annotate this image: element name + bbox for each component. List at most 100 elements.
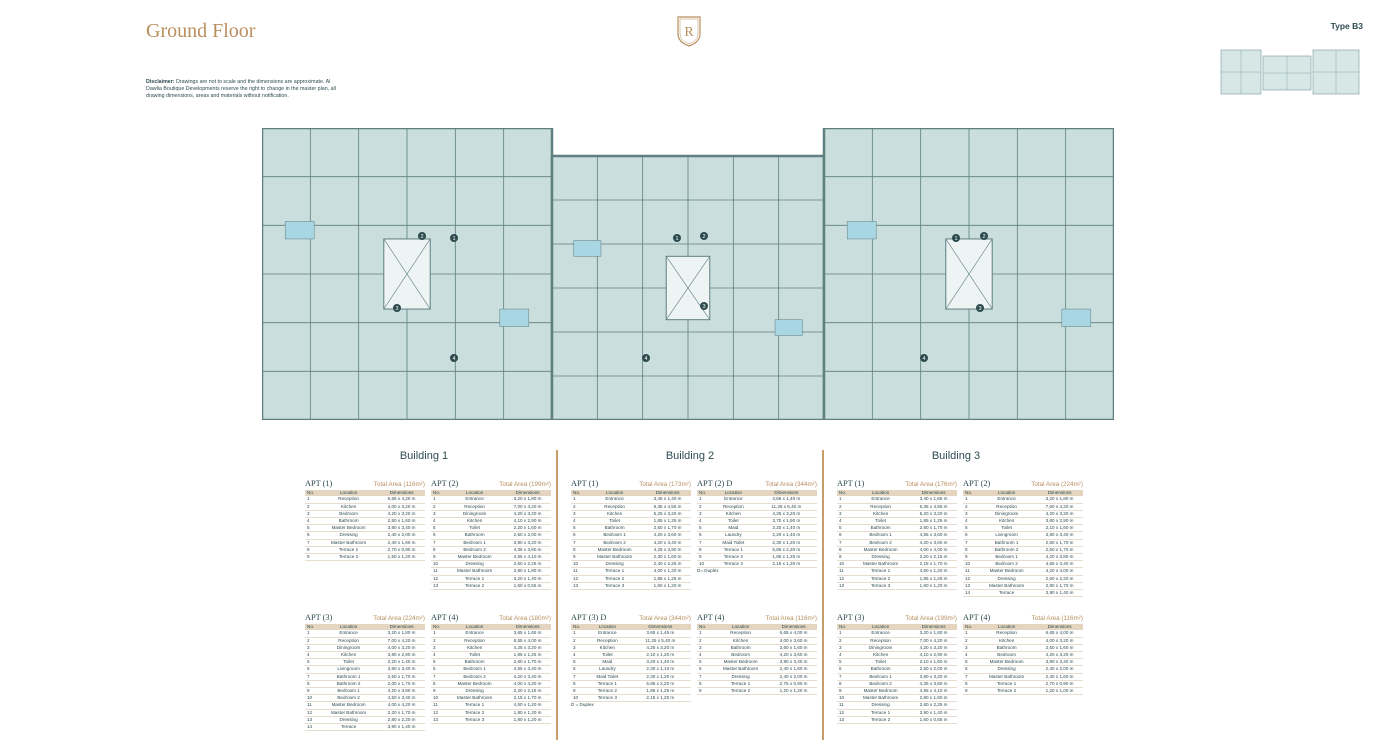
room-dimensions: 2,20 x 2,15 m <box>504 687 551 696</box>
room-number: 10 <box>305 694 319 703</box>
column-header: Location <box>851 624 911 631</box>
column-header: No. <box>963 490 977 497</box>
room-dimensions: 4,25 x 3,20 m <box>629 644 691 653</box>
room-location: Bathroom 2 <box>977 546 1037 555</box>
room-dimensions: 7,00 x 4,20 m <box>378 637 425 645</box>
room-dimensions: 4,00 x 3,20 m <box>378 644 425 653</box>
room-dimensions: 6,35 x 4,55 m <box>644 503 691 511</box>
apartment-name: APT (1) <box>571 479 599 488</box>
column-header: Dimensions <box>644 490 691 497</box>
column-header: No. <box>837 490 851 497</box>
room-location: Kitchen <box>711 510 756 519</box>
room-number: 9 <box>305 687 319 696</box>
room-number: 2 <box>837 637 851 645</box>
room-location: Dressing <box>445 687 505 696</box>
room-number: 8 <box>305 680 319 689</box>
room-dimensions: 4,55 x 3,60 m <box>910 531 957 540</box>
apartment-name: APT (1) <box>305 479 333 488</box>
room-number: 6 <box>697 531 711 540</box>
room-location: Kitchen <box>445 517 505 526</box>
room-dimensions: 2,10 x 1,60 m <box>1036 524 1083 533</box>
apartment-total-area: Total Area (344m²) <box>639 615 691 622</box>
room-number: 2 <box>697 503 711 511</box>
room-location: Toilet <box>445 651 505 660</box>
room-dimensions: 4,20 x 3,80 m <box>1036 553 1083 562</box>
room-dimensions: 3,90 x 3,40 m <box>1036 658 1083 667</box>
room-location: Master Bathroom <box>851 694 911 703</box>
room-dimensions: 4,25 x 3,20 m <box>504 644 551 653</box>
column-header: Dimensions <box>755 490 817 497</box>
room-dimensions: 2,60 x 1,70 m <box>910 524 957 533</box>
room-dimensions: 3,90 x 1,40 m <box>378 723 425 732</box>
room-dimensions: 2,15 x 1,20 m <box>629 694 691 703</box>
room-dimensions: 4,10 x 2,90 m <box>504 517 551 526</box>
room-location: Bedroom <box>319 510 379 519</box>
room-location: Terrace 1 <box>319 546 379 555</box>
room-number: 4 <box>431 517 445 526</box>
apartment-marker <box>450 354 458 362</box>
room-dimensions: 4,55 x 4,10 m <box>504 553 551 562</box>
room-location: Entrance <box>585 630 630 638</box>
room-dimensions: 3,80 x 2,90 m <box>378 651 425 660</box>
brand-crest-logo: R <box>677 16 701 47</box>
room-dimensions: 3,65 x 1,40 m <box>755 496 817 504</box>
page-title: Ground Floor <box>146 20 256 42</box>
column-header: Dimensions <box>504 624 551 631</box>
column-header: Location <box>585 490 645 497</box>
room-dimensions: 4,55 x 3,40 m <box>504 665 551 674</box>
room-number: 5 <box>571 524 585 533</box>
column-header: No. <box>305 624 319 631</box>
room-number: 2 <box>697 637 711 645</box>
room-number: 2 <box>571 503 585 511</box>
room-number: 9 <box>571 687 585 696</box>
room-number: 8 <box>697 680 711 689</box>
room-number: 2 <box>431 503 445 511</box>
room-number: 1 <box>697 496 711 504</box>
room-dimensions: 4,20 x 3,20 m <box>504 510 551 519</box>
room-location: Maid <box>585 658 630 667</box>
room-location: Bedroom 2 <box>445 546 505 555</box>
room-dimensions: 2,75 x 0,90 m <box>770 680 817 689</box>
room-number: 4 <box>305 651 319 660</box>
room-dimensions: 7,60 x 4,20 m <box>1036 503 1083 511</box>
column-header: No. <box>963 624 977 631</box>
apartment-marker-label: 1 <box>675 236 678 242</box>
room-number: 2 <box>963 637 977 645</box>
apartment-name: APT (3) D <box>571 613 607 622</box>
room-location: Bathroom <box>851 524 911 533</box>
room-location: Dressing <box>977 575 1037 583</box>
room-dimensions: 4,50 x 1,20 m <box>504 701 551 710</box>
room-location: Terrace 2 <box>585 687 630 696</box>
room-dimensions: 5,85 x 2,20 m <box>755 546 817 555</box>
room-location: Terrace 1 <box>445 701 505 710</box>
room-number: 3 <box>305 510 319 519</box>
room-location: Terrace 2 <box>585 575 645 583</box>
room-number: 5 <box>305 524 319 533</box>
room-location: Bedroom 2 <box>319 694 379 703</box>
column-header: Location <box>851 490 911 497</box>
room-dimensions: 7,00 x 4,20 m <box>910 637 957 645</box>
